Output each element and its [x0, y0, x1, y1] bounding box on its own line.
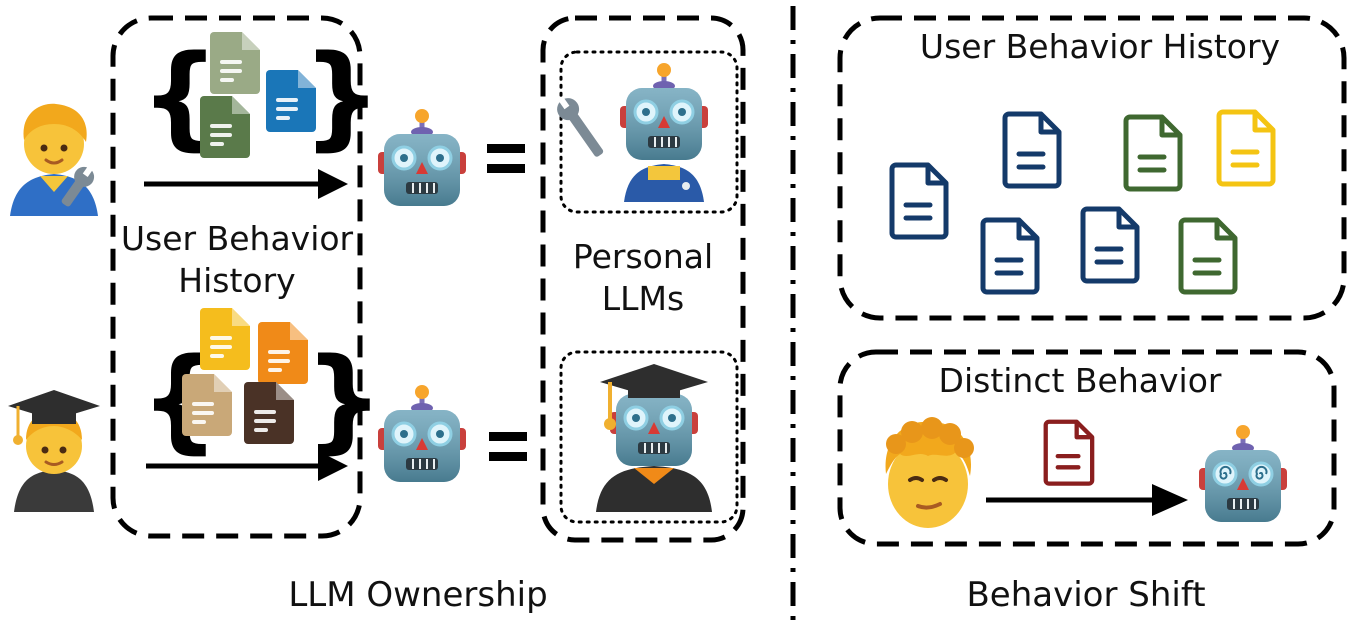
dizzy-robot-icon [1199, 425, 1287, 522]
equals-sign-bottom [489, 432, 527, 461]
document-icon [983, 220, 1037, 292]
personal-llms-label-line1: Personal [572, 237, 714, 276]
document-icon [210, 32, 260, 94]
document-icon [892, 165, 946, 237]
equals-sign-top [487, 144, 525, 173]
distinct-behavior-box [837, 349, 1337, 547]
robot-icon [378, 109, 466, 206]
personal-llms-label-line2: LLMs [601, 279, 685, 318]
robot-mechanic-icon [557, 63, 708, 202]
behavior-arrowhead [1152, 484, 1188, 516]
student-person-icon [8, 390, 100, 512]
history-label-line2: History [178, 261, 296, 300]
history-box-title: User Behavior History [919, 27, 1281, 66]
distinct-behavior-title: Distinct Behavior [938, 361, 1222, 400]
document-icon [258, 322, 308, 384]
llm-ownership-caption: LLM Ownership [288, 575, 548, 615]
document-icon [200, 96, 250, 158]
document-icon [1126, 117, 1180, 189]
mechanic-person-icon [10, 103, 98, 216]
robot-graduate-icon [596, 364, 712, 512]
document-icon [1083, 209, 1137, 281]
robot-icon [378, 385, 466, 482]
history-box [837, 15, 1347, 321]
behavior-shift-caption: Behavior Shift [966, 575, 1206, 615]
document-icon [200, 308, 250, 370]
history-label-line1: User Behavior [120, 219, 354, 258]
document-icon [244, 382, 294, 444]
arrowhead-top [318, 169, 348, 199]
brace-right-bottom: } [304, 335, 384, 465]
document-icon [1181, 220, 1235, 292]
document-icon [1046, 422, 1092, 484]
document-icon [1005, 114, 1059, 186]
personal-llm-group-box [540, 15, 746, 543]
curly-hair-man-icon [885, 417, 974, 528]
personal-llm-bottom-box [559, 350, 739, 524]
document-icon [1219, 112, 1273, 184]
document-icon [182, 374, 232, 436]
arrowhead-bottom [318, 451, 348, 481]
history-group-box [110, 15, 363, 539]
personal-llm-top-box [559, 50, 739, 214]
